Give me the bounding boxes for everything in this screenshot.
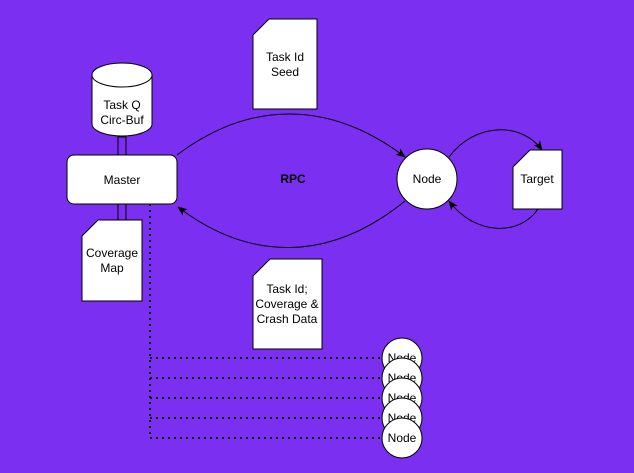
worker-connector-lines <box>150 357 382 439</box>
rpc-label: RPC <box>280 172 306 186</box>
master-label: Master <box>104 173 141 187</box>
rpc-request-arrow <box>176 113 406 158</box>
task-queue-label-line1: Task Q <box>103 98 140 112</box>
crash-note-label-line1: Task Id; <box>266 282 307 296</box>
task-seed-label-line2: Seed <box>271 65 299 79</box>
main-node: Node <box>396 148 458 210</box>
crash-data-note: Task Id; Coverage & Crash Data <box>252 258 323 350</box>
target-note: Target <box>512 149 563 210</box>
target-to-node-arrow <box>448 200 539 229</box>
task-seed-label-line1: Task Id <box>266 50 304 64</box>
coverage-map-label-line1: Coverage <box>86 246 138 260</box>
node-to-target-arrow <box>448 129 543 158</box>
target-label: Target <box>520 172 554 186</box>
master-box: Master <box>66 154 178 205</box>
queue-master-connector <box>117 136 127 156</box>
coverage-map-label-line2: Map <box>100 261 124 275</box>
crash-note-label-line3: Crash Data <box>257 312 318 326</box>
master-coverage-connector <box>117 203 127 221</box>
main-node-label: Node <box>413 172 442 186</box>
worker-node-5: Node <box>381 417 423 459</box>
worker-node-label: Node <box>388 431 417 445</box>
task-queue-cylinder: Task Q Circ-Buf <box>91 62 153 137</box>
worker-node-stack: Node Node Node Node Node <box>381 337 423 459</box>
coverage-map-note: Coverage Map <box>81 219 143 302</box>
crash-note-label-line2: Coverage & <box>255 297 318 311</box>
task-queue-label-line2: Circ-Buf <box>100 113 144 127</box>
rpc-response-arrow <box>177 200 406 248</box>
task-seed-note: Task Id Seed <box>252 18 318 110</box>
